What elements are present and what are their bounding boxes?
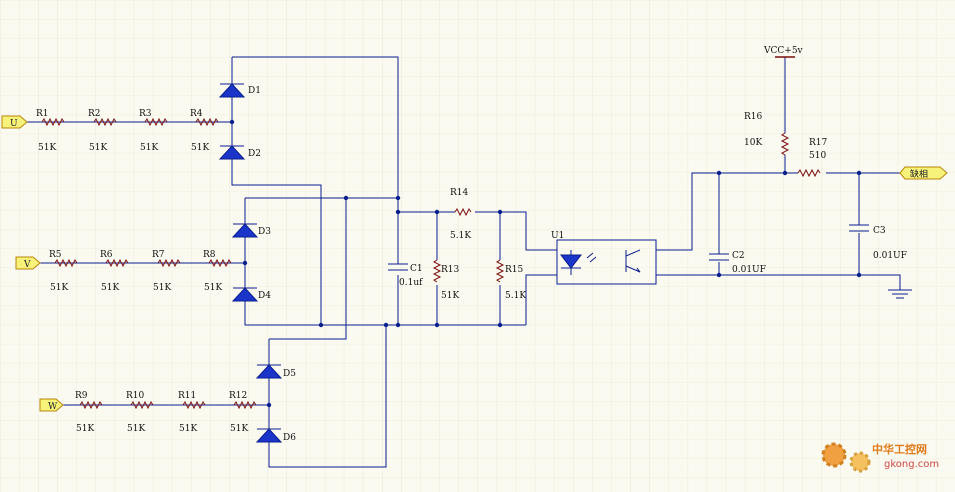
diode-symbols (218, 83, 283, 443)
port-u: U (1, 115, 28, 129)
r11-ref: R11 (178, 391, 196, 401)
capacitor-labels: C1 0.1uf C2 0.01UF C3 0.01UF (399, 226, 907, 288)
r6-value: 51K (101, 283, 119, 293)
r17-ref: R17 (809, 138, 828, 148)
r10-value: 51K (127, 424, 145, 434)
r8-value: 51K (204, 283, 222, 293)
wires (27, 56, 905, 468)
c2-ref: C2 (732, 251, 745, 261)
r9-value: 51K (76, 424, 94, 434)
r1-value: 51K (38, 143, 56, 153)
c3-ref: C3 (873, 226, 886, 236)
port-out-label: 缺相 (910, 168, 928, 180)
ground-symbol (888, 289, 912, 299)
r3-ref: R3 (139, 109, 152, 119)
r14-ref: R14 (450, 188, 469, 198)
r14-value: 5.1K (450, 231, 471, 241)
gear-icon-small (849, 451, 871, 473)
r1-ref: R1 (36, 109, 49, 119)
d4-ref: D4 (258, 291, 271, 301)
d6-ref: D6 (283, 433, 296, 443)
d2-ref: D2 (248, 149, 261, 159)
port-w-label: W (48, 402, 58, 412)
d5-ref: D5 (283, 369, 296, 379)
r4-value: 51K (191, 143, 209, 153)
vcc-label: VCC+5v (763, 46, 804, 56)
r5-ref: R5 (49, 250, 62, 260)
port-v-label: V (23, 260, 31, 270)
r13-value: 51K (441, 291, 459, 301)
r16-ref: R16 (744, 112, 763, 122)
d3-ref: D3 (258, 227, 271, 237)
r2-value: 51K (89, 143, 107, 153)
r2-ref: R2 (88, 109, 101, 119)
r16-value: 10K (744, 138, 762, 148)
resistor-labels: R1 51K R2 51K R3 51K R4 51K R5 51K R6 51… (36, 109, 828, 434)
r12-ref: R12 (229, 391, 247, 401)
junctions (229, 119, 862, 408)
optocoupler-u1 (556, 239, 657, 285)
gear-icon (821, 442, 847, 468)
r12-value: 51K (230, 424, 248, 434)
r7-ref: R7 (152, 250, 165, 260)
r5-value: 51K (50, 283, 68, 293)
diode-labels: D1 D2 D3 D4 D5 D6 (248, 86, 296, 443)
c3-value: 0.01UF (873, 251, 907, 261)
watermark-url: gkong.com (884, 459, 939, 470)
c2-value: 0.01UF (732, 265, 766, 275)
port-out: 缺相 (899, 166, 948, 180)
r8-ref: R8 (203, 250, 216, 260)
r13-ref: R13 (441, 265, 460, 275)
resistor-zigzags (41, 117, 821, 410)
port-u-label: U (10, 119, 18, 129)
watermark-logo: 中华工控网 gkong.com (821, 442, 939, 473)
capacitor-symbols (388, 224, 869, 271)
watermark-brand: 中华工控网 (872, 442, 927, 456)
r15-value: 5.1K (505, 291, 526, 301)
r7-value: 51K (153, 283, 171, 293)
r3-value: 51K (140, 143, 158, 153)
r9-ref: R9 (75, 391, 88, 401)
c1-ref: C1 (410, 264, 423, 274)
r15-ref: R15 (505, 265, 524, 275)
u1-ref: U1 (551, 231, 564, 241)
r17-value: 510 (809, 151, 826, 161)
r6-ref: R6 (100, 250, 113, 260)
port-v: V (15, 256, 41, 270)
port-w: W (39, 398, 64, 412)
r11-value: 51K (179, 424, 197, 434)
c1-value: 0.1uf (399, 278, 423, 288)
d1-ref: D1 (248, 86, 261, 96)
r4-ref: R4 (190, 109, 203, 119)
r10-ref: R10 (126, 391, 145, 401)
